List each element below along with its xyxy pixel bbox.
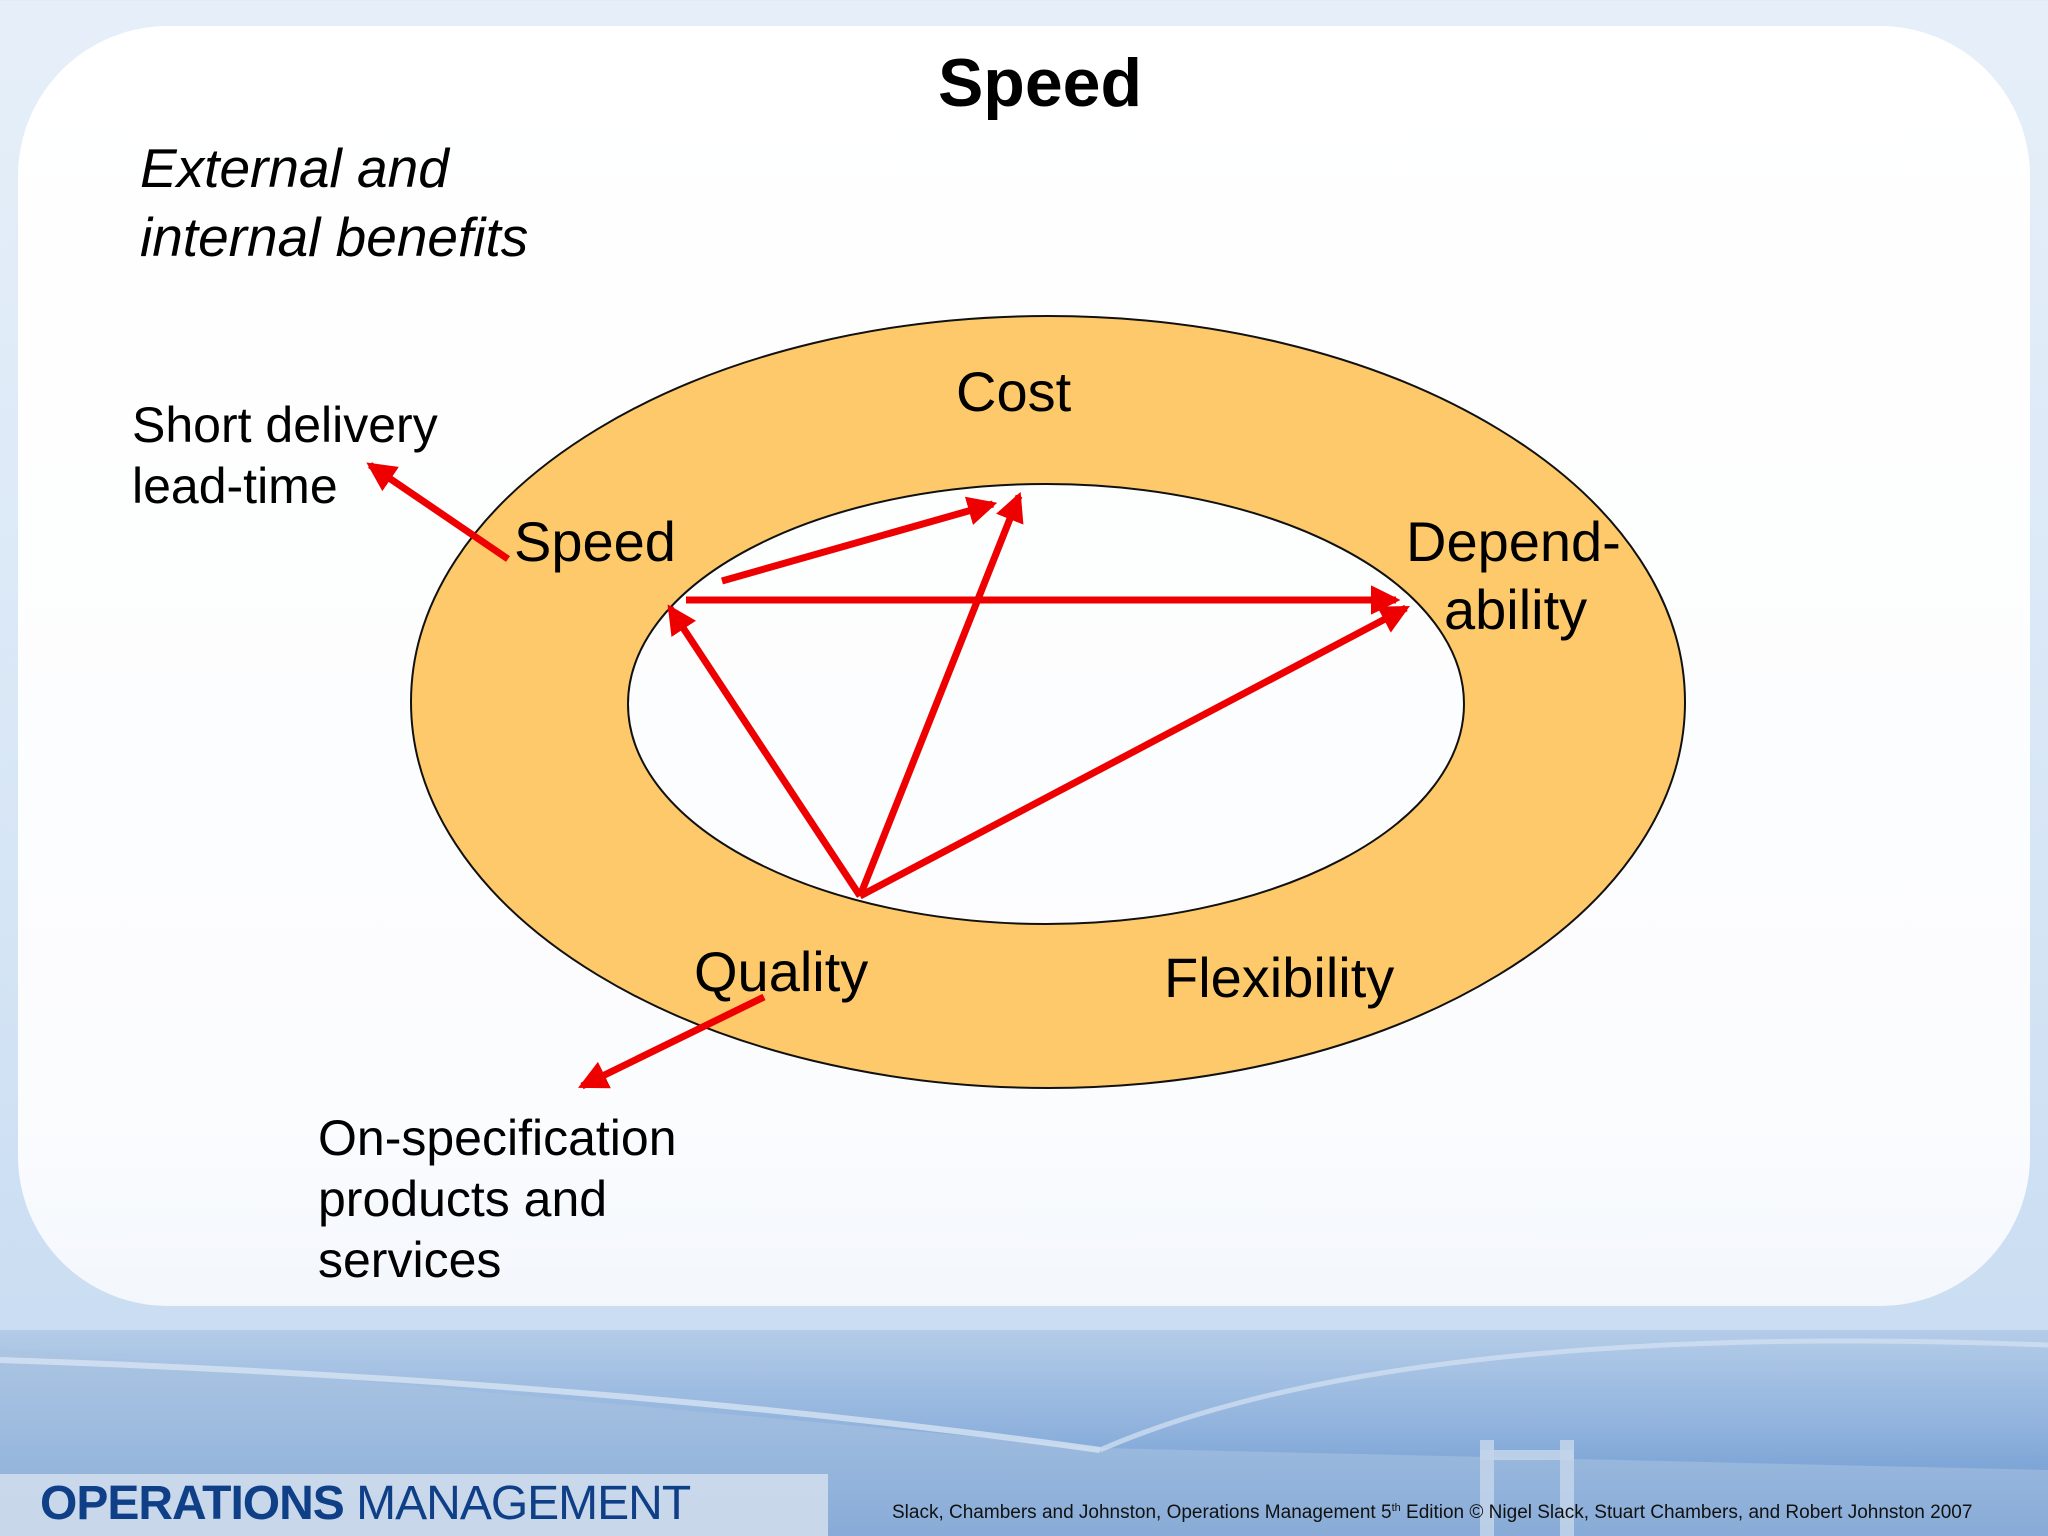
subtitle-line: External and (140, 137, 449, 199)
credit-superscript: th (1391, 1502, 1401, 1514)
dependability-line: Depend- (1406, 510, 1621, 573)
brand-word-operations: OPERATIONS (40, 1477, 345, 1530)
content-panel (18, 26, 2030, 1306)
slide-subtitle: External and internal benefits (140, 134, 528, 272)
arrow-quality-to-dependability (858, 604, 1410, 900)
slide-title: Speed (937, 45, 1143, 121)
benefit-line: lead-time (132, 458, 338, 514)
arrow-quality-to-cost (856, 491, 1024, 898)
bridge-tower-beam (1480, 1450, 1574, 1460)
benefit-line: products and (318, 1171, 608, 1227)
ring-label-quality: Quality (694, 940, 869, 1003)
speed-external-benefit: Short delivery lead-time (132, 395, 438, 517)
operations-management-logo: OPERATIONS MANAGEMENT (40, 1476, 691, 1532)
ring-label-dependability: Depend- ability (1406, 508, 1621, 644)
bridge-cable (0, 1357, 1101, 1453)
arrow-quality-external (578, 993, 766, 1090)
credit-text: Edition © Nigel Slack, Stuart Chambers, … (1400, 1502, 1973, 1523)
bridge-tower (1560, 1440, 1574, 1536)
quality-external-benefit: On-specification products and services (318, 1108, 677, 1291)
subtitle-line: internal benefits (140, 206, 529, 268)
ring-label-speed: Speed (514, 510, 676, 573)
brand-word-management: MANAGEMENT (343, 1477, 691, 1530)
ring-label-flexibility: Flexibility (1164, 946, 1395, 1009)
bridge-tower (1480, 1440, 1494, 1536)
arrow-speed-external (366, 462, 510, 562)
performance-objectives-ring (409, 315, 1687, 1089)
ring-label-cost: Cost (956, 360, 1072, 423)
arrow-quality-to-speed (667, 604, 863, 898)
credit-text: Slack, Chambers and Johnston, Operations… (892, 1502, 1392, 1523)
benefit-line: Short delivery (132, 397, 438, 453)
arrow-speed-to-cost (721, 496, 998, 585)
bridge-cable (1099, 1338, 2048, 1453)
benefit-line: services (318, 1232, 502, 1288)
copyright-credit: Slack, Chambers and Johnston, Operations… (892, 1496, 1972, 1525)
brand-strip (0, 1474, 828, 1536)
benefit-line: On-specification (318, 1110, 677, 1166)
dependability-line: ability (1444, 578, 1588, 641)
